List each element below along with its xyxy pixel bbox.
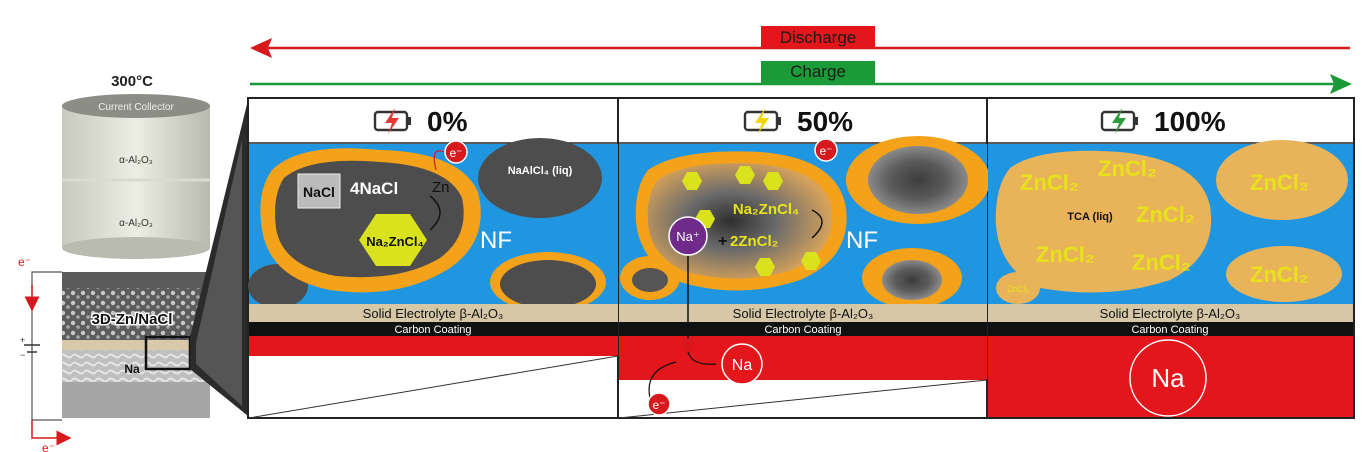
zncl-label: ZnCl₂	[1250, 170, 1309, 195]
zncl-label: ZnCl₂	[1132, 250, 1191, 275]
battery-icon	[1100, 108, 1138, 134]
electron-bubble	[647, 392, 671, 416]
product-label: Na₂ZnCl₄	[366, 234, 423, 249]
current-collector-label: Current Collector	[98, 102, 174, 113]
alumina-top-label: α-Al₂O₃	[119, 155, 153, 166]
battery-icon	[743, 108, 781, 134]
sodium-layer	[619, 336, 987, 380]
tca-label: TCA (liq)	[1067, 211, 1113, 223]
nacl-box	[297, 173, 341, 209]
electrolyte-label: Solid Electrolyte β-Al₂O₃	[363, 306, 504, 321]
charge-percent: 50%	[797, 106, 853, 137]
electron-bubble	[444, 140, 468, 164]
charge-percent: 0%	[427, 106, 468, 137]
reactant-label: 4NaCl	[350, 179, 398, 198]
nacl-label: NaCl	[303, 184, 335, 200]
coating-label: Carbon Coating	[764, 324, 841, 336]
ceramic-cylinder: Current Collector α-Al₂O₃ α-Al₂O₃	[62, 94, 210, 259]
minus-sign: −	[20, 350, 25, 360]
cell-cross-section: 3D-Zn/NaCl Na	[62, 272, 210, 418]
electrolyte-band	[249, 304, 618, 322]
plus-sign: +	[20, 335, 25, 345]
electron-top-label: e⁻	[819, 144, 832, 158]
electron-bottom-label: e⁻	[42, 441, 55, 452]
sodium-metal-bubble	[1129, 339, 1207, 417]
cathode-label: 3D-Zn/NaCl	[92, 311, 173, 328]
coating-band	[249, 322, 618, 336]
alumina-bottom-label: α-Al₂O₃	[119, 218, 153, 229]
sodium-metal-bubble	[721, 343, 763, 385]
electron-top-label: e⁻	[18, 255, 31, 269]
panel-50-percent: 50% Na₂ZnCl₄ + 2ZnCl₂ Na⁺ NF e⁻ Solid El…	[618, 106, 990, 419]
zncl-label: ZnCl₂	[1250, 262, 1309, 287]
electron-bubble	[814, 138, 838, 162]
product-hexagon	[359, 214, 427, 266]
liquid-label: NaAlCl₄ (liq)	[508, 165, 573, 177]
charge-label: Charge	[790, 62, 846, 81]
small-zncl-label: ZnCl₂	[1007, 284, 1030, 294]
anode-label: Na	[124, 362, 140, 376]
external-circuit: + − e⁻ e⁻	[18, 255, 72, 452]
electrolyte-label: Solid Electrolyte β-Al₂O₃	[733, 306, 874, 321]
electrolyte-label: Solid Electrolyte β-Al₂O₃	[1100, 306, 1241, 321]
zncl-label: ZnCl₂	[1136, 202, 1195, 227]
charge-percent: 100%	[1154, 106, 1226, 137]
discharge-label: Discharge	[780, 28, 857, 47]
electrolyte-band	[988, 304, 1353, 322]
nf-label: NF	[480, 227, 512, 254]
zncl-label: ZnCl₂	[1020, 170, 1079, 195]
nf-label: NF	[846, 227, 878, 254]
sodium-metal-label: Na	[1151, 363, 1185, 393]
product-label: Na₂ZnCl₄	[733, 201, 799, 218]
panel-0-percent: 0% NaAlCl₄ (liq) NaCl 4NaCl Zn Na₂ZnCl₄ …	[248, 106, 619, 419]
sodium-layer	[249, 336, 618, 356]
process-arrows: Discharge Charge	[250, 26, 1352, 94]
zncl-label: ZnCl₂	[1036, 242, 1095, 267]
electron-bottom-label: e⁻	[652, 398, 665, 412]
coating-band	[619, 322, 987, 336]
discharge-badge	[761, 26, 875, 48]
zncl-label: ZnCl₂	[1098, 156, 1157, 181]
battery-icon	[373, 108, 411, 134]
sodium-ion-label: Na⁺	[676, 229, 699, 244]
zinc-chloride-label: 2ZnCl₂	[730, 233, 778, 250]
coating-label: Carbon Coating	[394, 324, 471, 336]
plus-label: +	[718, 233, 727, 250]
coating-label: Carbon Coating	[1131, 324, 1208, 336]
sodium-metal-label: Na	[732, 357, 753, 374]
coating-band	[988, 322, 1353, 336]
cell-illustration: 300°C Current Collector α-Al₂O₃ α-Al₂O₃ …	[18, 73, 210, 452]
charge-badge	[761, 61, 875, 83]
sodium-ion-bubble	[668, 216, 708, 256]
electron-label: e⁻	[449, 146, 462, 160]
electrolyte-band	[619, 304, 987, 322]
zinc-label: Zn	[432, 179, 450, 196]
temperature-label: 300°C	[111, 73, 153, 90]
panel-100-percent: 100% ZnCl₂ ZnCl₂ ZnCl₂ ZnCl₂ ZnCl₂ ZnCl₂…	[988, 106, 1353, 417]
